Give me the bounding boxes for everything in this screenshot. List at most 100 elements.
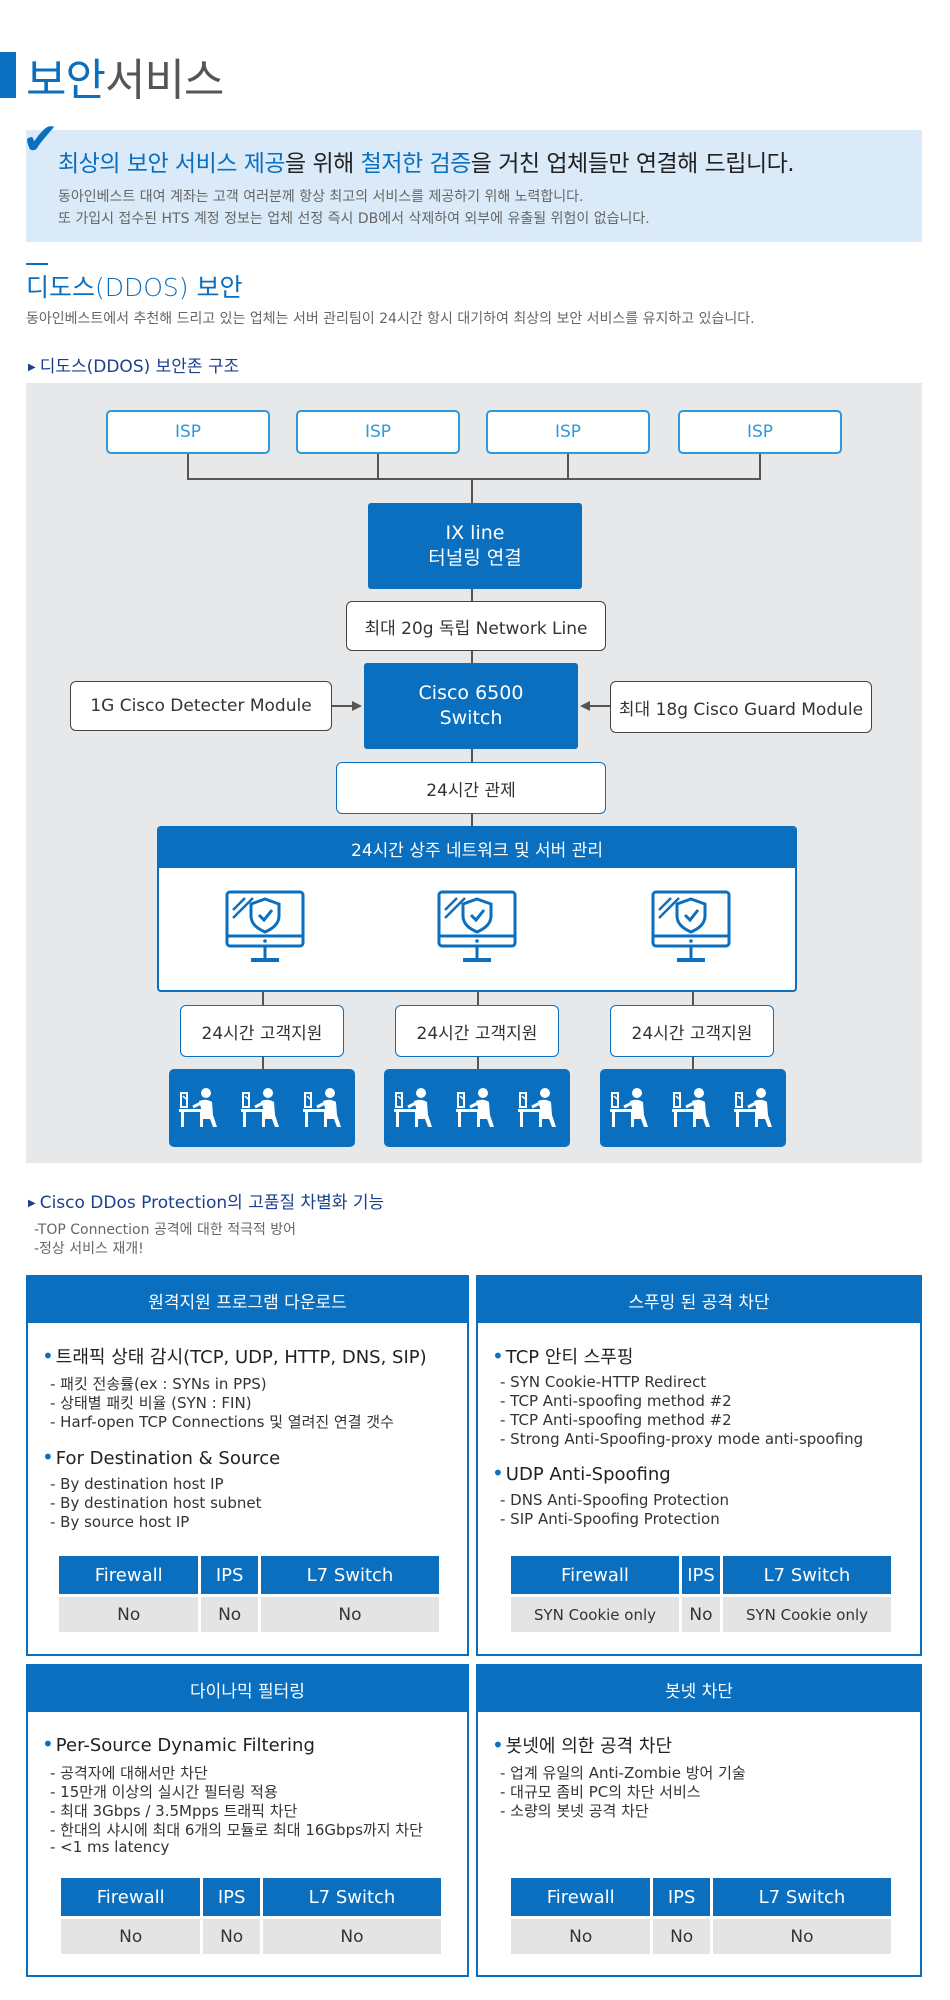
connector-line (187, 454, 189, 479)
features-line-2: -정상 서비스 재개! (34, 1241, 144, 1257)
triangle-bullet-icon: ▶ (28, 1198, 36, 1209)
support-box-2: 24시간 고객지원 (395, 1005, 559, 1057)
table-header: IPS (201, 1556, 258, 1594)
card-item: - 대규모 좀비 PC의 차단 서비스 (500, 1783, 701, 1801)
bullet-icon: • (42, 1445, 54, 1469)
table-cell: SYN Cookie only (722, 1594, 891, 1632)
management-title: 24시간 상주 네트워크 및 서버 관리 (159, 828, 795, 868)
card-item: - Strong Anti-Spoofing-proxy mode anti-s… (500, 1430, 864, 1448)
table-cell: No (61, 1916, 201, 1954)
bullet-icon: • (42, 1732, 54, 1756)
feature-card-dynamic-filtering: 다이나믹 필터링 •Per-Source Dynamic Filtering -… (26, 1664, 469, 1977)
table-cell: No (682, 1594, 720, 1632)
card-item: - 소량의 봇넷 공격 차단 (500, 1802, 649, 1820)
table-cell: No (511, 1916, 651, 1954)
table-header: IPS (203, 1878, 260, 1916)
table-cell: No (712, 1916, 891, 1954)
table-cell: No (260, 1594, 439, 1632)
feature-card-remote: 원격지원 프로그램 다운로드 •트래픽 상태 감시(TCP, UDP, HTTP… (26, 1275, 469, 1656)
card-group-title: •봇넷에 의한 공격 차단 (492, 1733, 673, 1757)
feature-card-botnet: 봇넷 차단 •봇넷에 의한 공격 차단 - 업계 유일의 Anti-Zombie… (476, 1664, 922, 1977)
cisco-switch-box: Cisco 6500 Switch (364, 663, 578, 749)
table-header: Firewall (61, 1878, 201, 1916)
checkmark-icon: ✔ (22, 114, 59, 165)
connector-line (332, 705, 352, 707)
connector-line (759, 454, 761, 479)
detecter-module-box: 1G Cisco Detecter Module (70, 681, 332, 731)
table-header: L7 Switch (712, 1878, 891, 1916)
features-title: ▶Cisco DDos Protection의 고품질 차별화 기능 (28, 1193, 385, 1213)
card-item: - Harf-open TCP Connections 및 열려진 연결 갯수 (50, 1413, 394, 1431)
table-cell: SYN Cookie only (511, 1594, 679, 1632)
card-group-title: •트래픽 상태 감시(TCP, UDP, HTTP, DNS, SIP) (42, 1344, 427, 1368)
ix-line-box: IX line 터널링 연결 (368, 503, 582, 589)
card-item: - 한대의 샤시에 최대 6개의 모듈로 최대 16Gbps까지 차단 (50, 1821, 423, 1839)
table-cell: No (262, 1916, 441, 1954)
support-box-3: 24시간 고객지원 (610, 1005, 774, 1057)
support-agent-icon (303, 1087, 345, 1129)
notice-line-2: 또 가입시 접수된 HTS 계정 정보는 업체 선정 즉시 DB에서 삭제하여 … (58, 211, 650, 227)
card-title: 봇넷 차단 (478, 1666, 920, 1712)
arrow-left-icon (580, 701, 590, 711)
connector-line (471, 749, 473, 763)
connector-line (262, 992, 264, 1006)
support-agent-icon (179, 1087, 221, 1129)
card-item: - SYN Cookie-HTTP Redirect (500, 1373, 707, 1391)
connector-line (471, 651, 473, 663)
support-staff-panel (169, 1069, 355, 1147)
management-box: 24시간 상주 네트워크 및 서버 관리 (157, 826, 797, 992)
triangle-bullet-icon: ▶ (28, 362, 36, 373)
connector-line (471, 814, 473, 828)
support-agent-icon (734, 1087, 776, 1129)
notice-box: 최상의 보안 서비스 제공을 위해 철저한 검증을 거친 업체들만 연결해 드립… (26, 130, 922, 242)
structure-title: ▶디도스(DDOS) 보안존 구조 (28, 357, 240, 377)
table-header: Firewall (511, 1556, 679, 1594)
connector-line (477, 992, 479, 1006)
table-header: L7 Switch (262, 1878, 441, 1916)
card-item: - <1 ms latency (50, 1838, 170, 1856)
support-box-1: 24시간 고객지원 (180, 1005, 344, 1057)
card-group-title: •For Destination & Source (42, 1445, 281, 1469)
card-item: - TCP Anti-spoofing method #2 (500, 1411, 732, 1429)
card-title: 다이나믹 필터링 (28, 1666, 467, 1712)
card-item: - By destination host subnet (50, 1494, 262, 1512)
isp-box-3: ISP (486, 410, 650, 454)
support-staff-panel (600, 1069, 786, 1147)
page-title: 보안서비스 (26, 55, 224, 106)
section-accent (26, 263, 48, 265)
card-item: - 업계 유일의 Anti-Zombie 방어 기술 (500, 1764, 746, 1782)
table-cell: No (203, 1916, 260, 1954)
support-agent-icon (518, 1087, 560, 1129)
card-item: - 상태별 패킷 비율 (SYN : FIN) (50, 1394, 252, 1412)
secure-monitor-icon (651, 890, 731, 962)
support-agent-icon (672, 1087, 714, 1129)
notice-line-1: 동아인베스트 대여 계좌는 고객 여러분께 항상 최고의 서비스를 제공하기 위… (58, 189, 584, 205)
connector-line (262, 1057, 264, 1069)
support-agent-icon (456, 1087, 498, 1129)
table-header: IPS (682, 1556, 720, 1594)
bullet-icon: • (492, 1461, 504, 1485)
table-cell: No (653, 1916, 710, 1954)
connector-line (692, 1057, 694, 1069)
isp-box-4: ISP (678, 410, 842, 454)
guard-module-box: 최대 18g Cisco Guard Module (610, 681, 872, 733)
notice-headline: 최상의 보안 서비스 제공을 위해 철저한 검증을 거친 업체들만 연결해 드립… (58, 151, 795, 177)
table-header: Firewall (511, 1878, 651, 1916)
connector-line (471, 478, 473, 503)
card-group-title: •UDP Anti-Spoofing (492, 1461, 671, 1485)
support-agent-icon (394, 1087, 436, 1129)
bullet-icon: • (42, 1344, 54, 1368)
connector-line (187, 478, 761, 480)
features-line-1: -TOP Connection 공격에 대한 적극적 방어 (34, 1222, 297, 1238)
bullet-icon: • (492, 1344, 504, 1368)
card-item: - DNS Anti-Spoofing Protection (500, 1491, 729, 1509)
card-item: - 공격자에 대해서만 차단 (50, 1764, 208, 1782)
connector-line (590, 705, 610, 707)
card-item: - 최대 3Gbps / 3.5Mpps 트래픽 차단 (50, 1802, 298, 1820)
card-title: 스푸밍 된 공격 차단 (478, 1277, 920, 1323)
title-accent-bar (0, 52, 16, 98)
table-cell: No (201, 1594, 258, 1632)
arrow-right-icon (352, 701, 362, 711)
